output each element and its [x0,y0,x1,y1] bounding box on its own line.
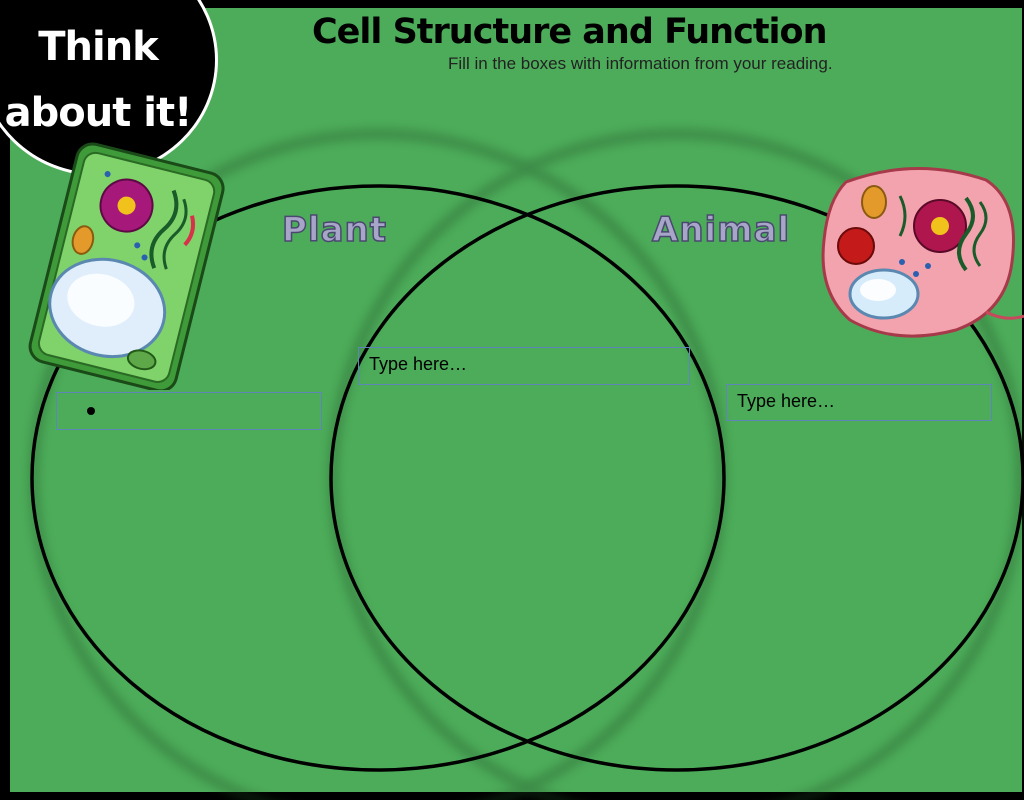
bullet-icon [87,407,95,415]
page-title: Cell Structure and Function [312,12,828,52]
both-text-box[interactable]: Type here… [358,347,690,385]
animal-cell-icon [821,166,1024,338]
plant-cell-icon [28,142,225,390]
page-subtitle: Fill in the boxes with information from … [448,54,833,73]
animal-label: Animal [651,209,791,251]
animal-text-box[interactable]: Type here… [726,384,992,421]
plant-label: Plant [281,209,387,251]
plant-text-box[interactable] [56,392,322,430]
badge-text-line1: Think [38,24,159,70]
animal-circle [329,184,1024,772]
badge-text-line2: about it! [4,90,193,136]
plant-circle [30,184,726,772]
